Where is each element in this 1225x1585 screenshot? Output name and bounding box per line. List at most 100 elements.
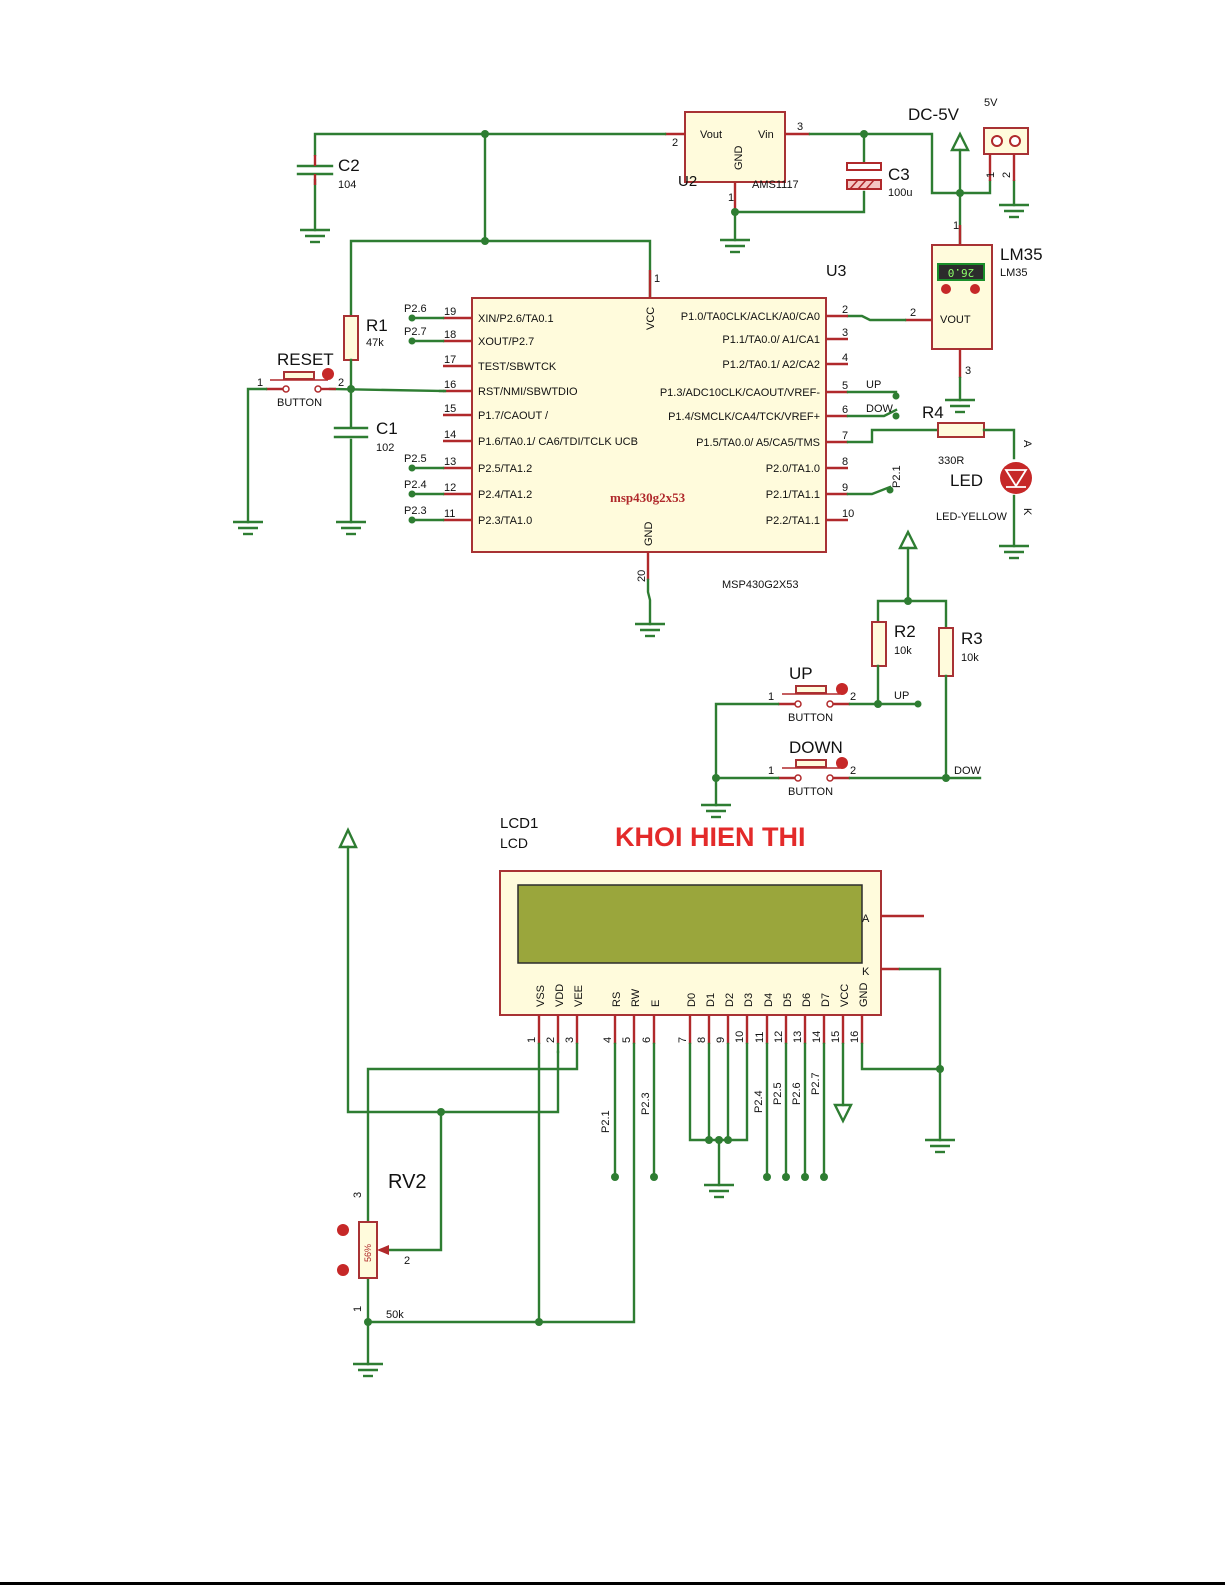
lcd-net-p26: P2.6 (791, 1082, 803, 1105)
up-net-label: UP (894, 690, 909, 702)
lcd-net-p27: P2.7 (810, 1072, 822, 1095)
lcd-pin-name: E (650, 1000, 662, 1007)
resistor-r4: R4 330R (922, 403, 1016, 467)
regulator-u2: Vout Vin GND 2 3 1 U2 AMS1117 (665, 111, 810, 212)
mcu-net-p21: P2.1 (891, 465, 903, 488)
ground-icon (945, 398, 975, 414)
u2-pin3-num: 3 (797, 121, 803, 133)
capacitor-c1: C1 102 (333, 419, 398, 454)
up-pin2: 2 (850, 691, 856, 703)
led-anode: A (1021, 440, 1033, 448)
button-down[interactable]: DOWN BUTTON 1 2 (712, 738, 948, 798)
r2-value: 10k (894, 645, 912, 657)
reset-pin1: 1 (257, 377, 263, 389)
mcu-left-pin-num: 13 (444, 456, 456, 468)
lcd-pin-name: D4 (763, 993, 775, 1007)
mcu-u3: 1 VCC 20 GND U3 MSP430G2X53 msp430g2x53 (471, 263, 847, 626)
mcu-left-pin-name: P2.4/TA1.2 (478, 489, 532, 501)
mcu-left-pin-num: 17 (444, 354, 456, 366)
reset-part: BUTTON (277, 397, 322, 409)
lcd-ref: LCD1 (500, 815, 538, 832)
lm35-pin2: 2 (910, 307, 916, 319)
lcd-pin-num: 10 (734, 1031, 746, 1043)
lcd-pin-num: 8 (696, 1037, 708, 1043)
lcd-pin-name: D0 (686, 993, 698, 1007)
mcu-center-label: msp430g2x53 (610, 490, 686, 505)
led-ref: LED (950, 471, 983, 490)
c2-value: 104 (338, 179, 356, 191)
up-ref: UP (789, 664, 813, 683)
lcd-pin-num: 6 (641, 1037, 653, 1043)
mcu-left-net: P2.4 (404, 479, 427, 491)
led-yellow: A K LED LED-YELLOW (936, 440, 1033, 548)
mcu-right-pin-name: P1.2/TA0.1/ A2/CA2 (722, 359, 820, 371)
u2-pin1-num: 1 (728, 192, 734, 204)
u2-ref: U2 (678, 173, 697, 190)
up-pin1: 1 (768, 691, 774, 703)
ground-icon (353, 1362, 383, 1378)
mcu-right-pin-num: 7 (842, 430, 848, 442)
rv2-value: 50k (386, 1309, 404, 1321)
r3-ref: R3 (961, 629, 983, 648)
mcu-left-pin-name: P1.6/TA0.1/ CA6/TDI/TCLK UCB (478, 436, 638, 448)
u2-part: AMS1117 (752, 179, 799, 191)
mcu-left-net: P2.6 (404, 303, 427, 315)
connector-pin2: 2 (1001, 172, 1013, 178)
lcd-net-p24: P2.4 (753, 1090, 765, 1113)
capacitor-c2: C2 104 (296, 155, 360, 191)
mcu-left-pin-num: 19 (444, 306, 456, 318)
ground-icon (704, 1183, 734, 1199)
rv2-percent: 56% (363, 1244, 373, 1262)
connector-pin1: 1 (985, 172, 997, 178)
mcu-left-pin-name: P2.3/TA1.0 (478, 515, 532, 527)
mcu-left-pin-num: 15 (444, 403, 456, 415)
mcu-right-pin-name: P1.0/TA0CLK/ACLK/A0/CA0 (681, 311, 820, 323)
lcd-part: LCD (500, 835, 528, 851)
r2-ref: R2 (894, 622, 916, 641)
lcd-wiring: P2.1 P2.3 P2.4 P2.5 P2.6 P2.7 (338, 827, 942, 1366)
mcu-right-wiring: P2.1 UP DOW (846, 379, 940, 496)
ground-icon (336, 520, 366, 536)
resistor-r1: R1 47k (328, 315, 447, 524)
down-pin1: 1 (768, 765, 774, 777)
up-part: BUTTON (788, 712, 833, 724)
section-title: KHOI HIEN THI (615, 822, 806, 852)
capacitor-c3: C3 100u (846, 162, 912, 199)
mcu-left-pin-name: XIN/P2.6/TA0.1 (478, 313, 554, 325)
lm35-part: LM35 (1000, 267, 1028, 279)
lm35-pin3: 3 (965, 365, 971, 377)
c3-ref: C3 (888, 165, 910, 184)
mcu-left-pin-name: P1.7/CAOUT / (478, 410, 549, 422)
button-up[interactable]: UP BUTTON 1 2 (714, 664, 880, 807)
lcd-pin-num: 3 (564, 1037, 576, 1043)
lcd-pin-name: VCC (839, 984, 851, 1007)
mcu-right-pin-num: 3 (842, 327, 848, 339)
reset-pin2: 2 (338, 377, 344, 389)
connector-cut-label: 5V (984, 97, 998, 109)
pullup-network: R2 10k R3 10k UP DOW (871, 529, 983, 782)
c1-ref: C1 (376, 419, 398, 438)
mcu-left-net: P2.3 (404, 505, 427, 517)
ground-icon (925, 1138, 955, 1154)
potentiometer-rv2: 56% RV2 50k 3 1 2 (337, 1171, 427, 1321)
lcd-pin-num: 14 (811, 1031, 823, 1043)
mcu-left-pin-name: RST/NMI/SBWTDIO (478, 386, 578, 398)
r3-value: 10k (961, 652, 979, 664)
lcd-pin-a: A (862, 913, 870, 925)
r4-ref: R4 (922, 403, 944, 422)
lcd-pin-name: D7 (820, 993, 832, 1007)
mcu-right-pin-num: 10 (842, 508, 854, 520)
button-reset[interactable]: RESET BUTTON 1 2 (246, 350, 344, 524)
lcd-pins: VSS1VDD2VEE3RS4RW5E6D07D18D29D310D411D51… (526, 983, 870, 1044)
mcu-right-pin-name: P1.3/ADC10CLK/CAOUT/VREF- (660, 387, 820, 399)
lcd-pin-name: RW (630, 988, 642, 1007)
u2-pin2-num: 2 (672, 137, 678, 149)
mcu-right-pin-name: P2.1/TA1.1 (766, 489, 820, 501)
mcu-right-pin-name: P2.0/TA1.0 (766, 463, 820, 475)
connector-5v: 1 2 (983, 127, 1029, 181)
mcu-ref: U3 (826, 263, 847, 280)
mcu-right-pin-name: P1.1/TA0.0/ A1/CA1 (722, 334, 820, 346)
lm35-display: 26.0 (948, 266, 975, 279)
